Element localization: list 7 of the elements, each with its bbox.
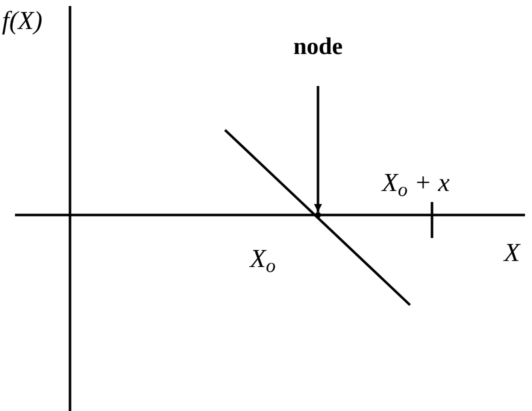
axis-label: X$_{o}$ (250, 246, 276, 272)
axis-label: X$_{o}$ + x (382, 170, 450, 196)
axis-label: X (504, 240, 520, 266)
intersection-point (315, 212, 321, 218)
axis-label: f(X) (2, 8, 42, 34)
node-label: node (288, 30, 348, 64)
arrow (314, 86, 322, 212)
